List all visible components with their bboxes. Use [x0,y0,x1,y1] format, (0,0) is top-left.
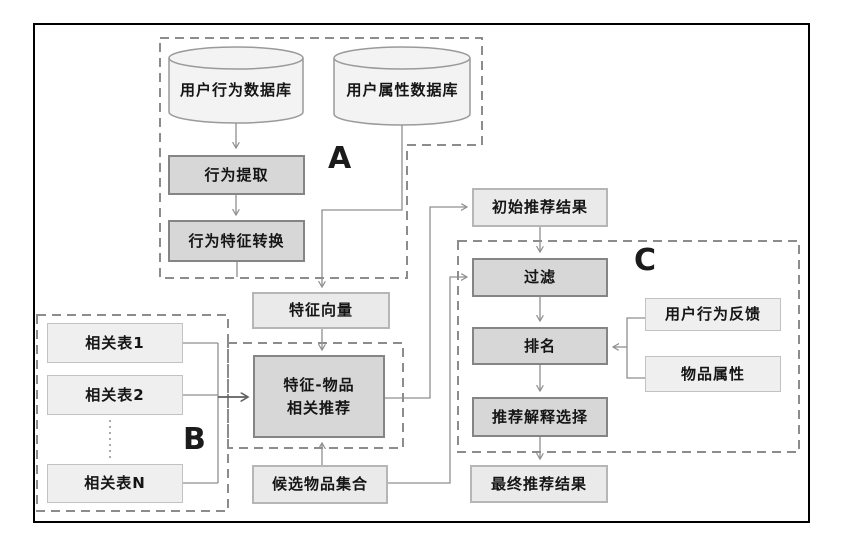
group-label-c: C [634,243,657,278]
node-label: 特征向量 [288,301,353,320]
node-label: 用户行为数据库 [179,80,292,99]
node-label: 相关表1 [85,333,145,352]
node-behavior-feature-convert: 行为特征转换 [168,220,305,262]
node-related-table-2: 相关表2 [47,375,183,415]
group-a-outline [159,37,483,279]
node-label: 最终推荐结果 [490,474,587,493]
node-filter: 过滤 [472,258,608,297]
group-c-outline [457,240,800,453]
edge-feedback-attr-bracket [626,317,645,379]
edge-feature-item-to-initial [385,207,467,399]
node-label: 物品属性 [680,364,745,383]
node-feature-item-recommend: 特征-物品 相关推荐 [253,355,385,438]
node-label: 候选物品集合 [271,475,368,494]
group-b-outline [36,314,229,512]
node-label: 相关表N [84,474,146,493]
database-icon-user-behavior [168,46,304,124]
database-icon-user-attribute [333,46,471,126]
node-user-attribute-db: 用户属性数据库 [337,72,468,106]
node-ranking: 排名 [472,327,608,365]
node-final-rec-result: 最终推荐结果 [470,465,608,503]
node-label: 相关表2 [85,385,145,404]
node-label: 行为提取 [204,165,269,184]
node-label: 推荐解释选择 [491,407,588,426]
node-label: 用户行为反馈 [664,305,761,324]
node-item-attribute: 物品属性 [645,356,781,392]
group-label-b: B [183,422,206,457]
node-label: 初始推荐结果 [491,198,588,217]
node-label: 行为特征转换 [188,231,285,250]
feature-item-group-outline [227,342,404,449]
node-initial-rec-result: 初始推荐结果 [472,188,608,227]
node-behavior-extract: 行为提取 [168,155,305,195]
node-feature-vector: 特征向量 [252,292,390,329]
node-rec-explanation-select: 推荐解释选择 [472,397,608,437]
group-label-a: A [328,141,352,176]
node-label: 用户属性数据库 [346,80,459,99]
node-label: 过滤 [523,268,556,287]
node-related-table-1: 相关表1 [47,323,183,363]
node-user-behavior-feedback: 用户行为反馈 [645,298,781,331]
node-user-behavior-db: 用户行为数据库 [172,72,300,106]
node-label-line2: 相关推荐 [286,398,351,417]
node-label-line1: 特征-物品 [283,376,355,394]
edge-candidate-to-filter [388,277,467,484]
node-related-table-n: 相关表N [47,464,183,503]
edge-db-attribute-to-feature-vector [322,125,403,287]
node-candidate-item-set: 候选物品集合 [252,465,388,504]
node-label: 排名 [523,336,556,355]
